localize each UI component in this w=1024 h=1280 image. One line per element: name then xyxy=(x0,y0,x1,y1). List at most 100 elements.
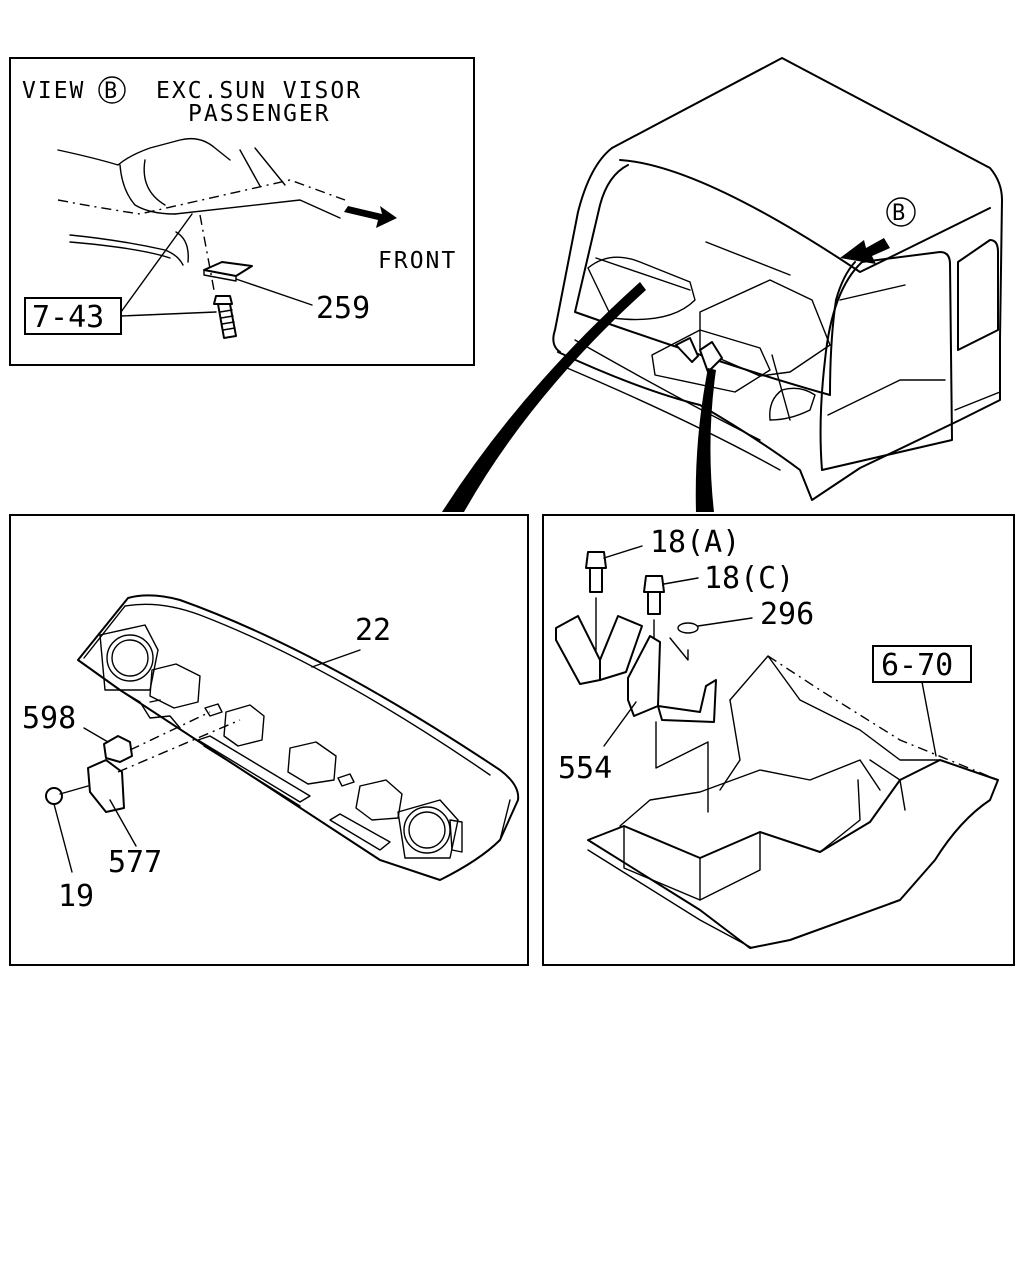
cab-roof-outline xyxy=(611,57,1003,339)
screw-icon xyxy=(213,295,233,305)
roof-structure-line xyxy=(119,164,176,215)
lamp-strip xyxy=(329,813,391,851)
bumper-line xyxy=(559,339,781,471)
leader-22 xyxy=(311,649,361,668)
axis-line xyxy=(199,214,215,291)
floor-rear-line xyxy=(729,655,941,761)
axis-577 xyxy=(117,719,241,773)
leader-259 xyxy=(235,278,313,306)
part-18a-label: 18(A) xyxy=(650,525,740,560)
screw-19-icon xyxy=(45,787,63,805)
callout-pointer-right xyxy=(695,368,716,512)
door-window xyxy=(819,251,953,471)
callout-pointer-left xyxy=(442,282,646,512)
door-trim-line xyxy=(827,284,946,416)
leader-19 xyxy=(53,803,73,873)
right-panel-frame xyxy=(542,514,1015,966)
ref-7-43-label: 7-43 xyxy=(32,300,104,335)
view-b-marker-circle xyxy=(886,197,916,227)
speaker-left-icon xyxy=(111,639,149,677)
floor-tunnel-line xyxy=(619,759,881,827)
part-19-label: 19 xyxy=(58,879,94,914)
front-arrow-icon xyxy=(344,206,397,228)
leader-18c xyxy=(663,577,699,585)
pillar-line xyxy=(239,147,286,187)
front-label: FRONT xyxy=(378,248,457,274)
passenger-label: PASSENGER xyxy=(188,101,331,127)
leader-6-70 xyxy=(921,681,937,757)
console-clip xyxy=(204,703,355,787)
floor-bracket-panel: 18(A) 18(C) 296 554 6-70 xyxy=(542,514,1015,966)
floor-panel-outline xyxy=(587,759,999,949)
leader-7-43 xyxy=(120,213,217,317)
console-base xyxy=(651,329,771,393)
bracket-554-icon xyxy=(555,615,601,685)
cab-body-line xyxy=(954,391,1001,411)
bracket-577-icon xyxy=(87,759,125,813)
console-compartment xyxy=(223,704,265,747)
view-marker-circle xyxy=(98,76,126,104)
floor-tunnel-line xyxy=(699,831,761,901)
roof-panel-line xyxy=(174,199,341,219)
leader-598 xyxy=(83,727,109,743)
bolt-18c-icon xyxy=(643,575,665,593)
cab-overview: B xyxy=(442,57,1003,512)
bolt-18c-shank xyxy=(647,591,661,615)
view-b-panel: VIEW B EXC.SUN VISOR PASSENGER FRONT 259… xyxy=(9,57,475,366)
speaker-left-icon xyxy=(106,634,154,682)
floor-tunnel-line xyxy=(759,779,861,853)
view-label: VIEW xyxy=(22,78,85,104)
roof-edge-dashed xyxy=(57,179,346,215)
console-tab xyxy=(119,689,181,729)
bracket-icon xyxy=(699,341,723,373)
roof-structure-line xyxy=(57,137,231,166)
leader-577 xyxy=(109,799,137,847)
axis-554 xyxy=(655,721,709,813)
overhead-console-panel: 22 598 577 19 xyxy=(9,514,529,966)
windshield-outline xyxy=(574,164,856,396)
screw-icon xyxy=(217,303,237,339)
speaker-right-housing xyxy=(397,799,459,859)
axis-598 xyxy=(129,711,211,751)
bracket-icon xyxy=(675,337,699,363)
console-compartment xyxy=(149,663,201,709)
cab-roof-front-edge xyxy=(619,159,991,273)
view-marker-letter: B xyxy=(104,79,117,104)
screw-19-shank xyxy=(59,785,89,795)
axis-296 xyxy=(669,637,689,661)
view-b-arrow-icon xyxy=(840,238,890,264)
bracket-554-icon xyxy=(599,615,643,681)
console-compartment xyxy=(287,741,337,785)
bolt-18a-shank xyxy=(589,567,603,593)
ref-6-70-label: 6-70 xyxy=(881,648,953,683)
bracket-554-icon xyxy=(657,679,717,723)
floor-side-line xyxy=(869,759,906,811)
leader-296 xyxy=(697,617,753,627)
clip-598-icon xyxy=(103,735,133,763)
roof-rail-line xyxy=(69,231,189,266)
speaker-right-icon xyxy=(408,811,446,849)
floor-side-line xyxy=(719,699,741,791)
part-296-label: 296 xyxy=(760,597,814,632)
part-22-label: 22 xyxy=(355,613,391,648)
console-inner-edge xyxy=(83,603,491,861)
part-554-label: 554 xyxy=(558,751,612,786)
screw-thread xyxy=(219,309,236,331)
roof-structure-line xyxy=(143,159,166,206)
console-outline xyxy=(77,594,520,881)
floor-tunnel-line xyxy=(623,825,701,901)
view-b-marker-letter: B xyxy=(892,201,905,226)
part-577-label: 577 xyxy=(108,845,162,880)
lamp-strip xyxy=(197,735,311,807)
part-259-label: 259 xyxy=(316,291,370,326)
left-panel-frame xyxy=(9,514,529,966)
pad-259-shape xyxy=(203,261,253,277)
pad-296-icon xyxy=(677,622,699,634)
view-b-frame xyxy=(9,57,475,366)
exc-sun-visor-label: EXC.SUN VISOR xyxy=(156,78,362,104)
bolt-18a-icon xyxy=(585,551,607,569)
mirror-shape xyxy=(769,387,816,421)
part-18c-label: 18(C) xyxy=(704,561,794,596)
dash-shelf xyxy=(587,256,696,321)
